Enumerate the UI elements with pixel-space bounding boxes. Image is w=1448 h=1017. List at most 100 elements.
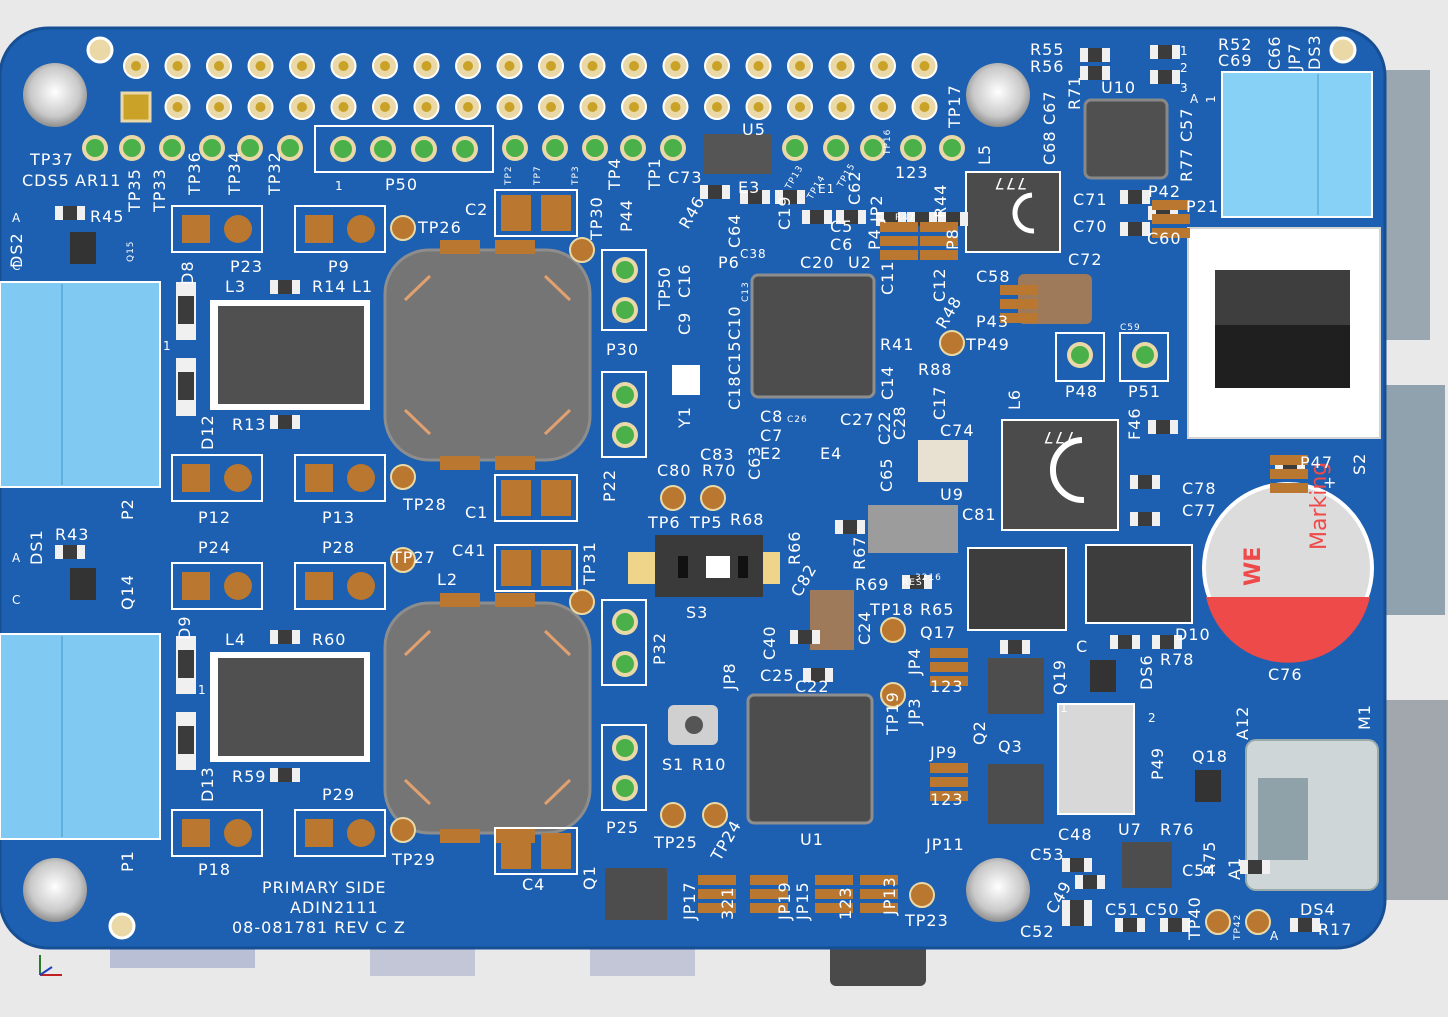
label-y1: Y1 [675,406,694,429]
label-c48: C48 [1058,825,1093,844]
p50-outline [314,125,494,173]
label-tp2: TP2 [504,165,514,186]
label-d13: D13 [198,766,217,802]
label-jp2: JP2 [867,194,886,223]
jumper-pad [1000,313,1038,323]
label-tp3: TP3 [571,165,581,186]
label-p22: P22 [600,469,619,502]
label-ds1: DS1 [27,529,46,565]
label-c41: C41 [452,541,487,560]
label-tp36: TP36 [185,151,204,196]
label-c11: C11 [878,260,897,295]
label-c66: C66 [1265,35,1284,70]
label-p8: P8 [943,228,962,250]
label-plus: + [1323,473,1337,492]
jumper-pad [1000,285,1038,295]
jumper-pad [815,889,853,899]
jumper-pad [1000,299,1038,309]
label-r65: R65 [920,600,954,619]
label-r52: R52 [1218,35,1252,54]
label-c64: C64 [725,213,744,248]
label-ds4: DS4 [1300,900,1336,919]
label-r10: R10 [692,755,726,774]
label-tp29: TP29 [391,850,436,869]
label-ds1-c: C [12,593,21,607]
l5-marking: 777 [993,174,1027,193]
usb-c-connector [1245,739,1379,891]
label-r70: R70 [702,461,736,480]
label-d12: D12 [198,414,217,450]
test-point [390,464,416,490]
label-c24: C24 [855,610,874,645]
label-a-small: A [1270,929,1279,943]
label-tp18: TP18 [869,600,914,619]
jumper-pad [860,903,898,913]
label-c5: C5 [830,217,853,236]
label-r75: R75 [1200,841,1219,875]
test-point [569,237,595,263]
jumper-pad [860,889,898,899]
jumper-pad [698,889,736,899]
label-c67: C67 [1040,90,1059,125]
jumper-pad [880,236,918,246]
title-line-1: PRIMARY SIDE [262,878,387,897]
label-r-1: 1 [1204,94,1218,103]
label-ds2-c: C [12,259,21,273]
label-r-pin1: 1 [1180,44,1189,58]
test-point [390,215,416,241]
label-q3: Q3 [998,737,1023,756]
test-point [390,547,416,573]
label-ds3: DS3 [1305,34,1324,70]
label-jp15-pins: 123 [836,886,855,920]
slide-switch-s3[interactable] [628,535,780,597]
label-r69: R69 [855,575,889,594]
label-r55: R55 [1030,40,1064,59]
jumper-pad [815,903,853,913]
label-tp5: TP5 [689,513,723,532]
test-point [909,882,935,908]
jumper-outline [171,205,263,253]
label-p28: P28 [322,538,355,557]
label-l3: L3 [225,277,246,296]
label-c38: C38 [740,247,767,261]
label-d9-pin: 1 [198,683,207,697]
label-l1: L1 [352,277,373,296]
label-c22: C22 [795,677,830,696]
test-point [660,485,686,511]
label-tp40: TP40 [1185,896,1204,941]
gpio-header [120,53,938,123]
label-tp16: TP16 [883,129,893,156]
label-p49: P49 [1148,747,1167,780]
label-tp1: TP1 [645,157,664,191]
label-jp2-pins: 123 [895,163,929,182]
test-point [880,682,906,708]
label-p13: P13 [322,508,355,527]
label-c15: C15 [725,340,744,375]
label-c28: C28 [890,405,909,440]
label-p51: P51 [1128,382,1161,401]
label-c54: C54 [1182,861,1217,880]
label-c17: C17 [930,385,949,420]
label-p1: P1 [118,850,137,872]
label-d8: D8 [178,261,197,286]
label-jp9: JP9 [929,743,958,762]
label-r59: R59 [232,767,266,786]
jumper-pad [930,777,968,787]
label-tp31: TP31 [580,541,599,586]
label-u10: U10 [1101,78,1136,97]
label-res-mark: RES [902,578,923,588]
label-r41: R41 [880,335,914,354]
label-jp17-pins: 321 [718,886,737,920]
test-point [700,485,726,511]
jumper-pad [698,875,736,885]
jumper-pad [698,903,736,913]
jumper-pad [930,676,968,686]
label-ds6: DS6 [1137,654,1156,690]
label-c18: C18 [725,375,744,410]
jumper-pad [930,791,968,801]
label-c8: C8 [760,407,783,426]
label-r43: R43 [55,525,89,544]
label-c22b: C22 [875,410,894,445]
